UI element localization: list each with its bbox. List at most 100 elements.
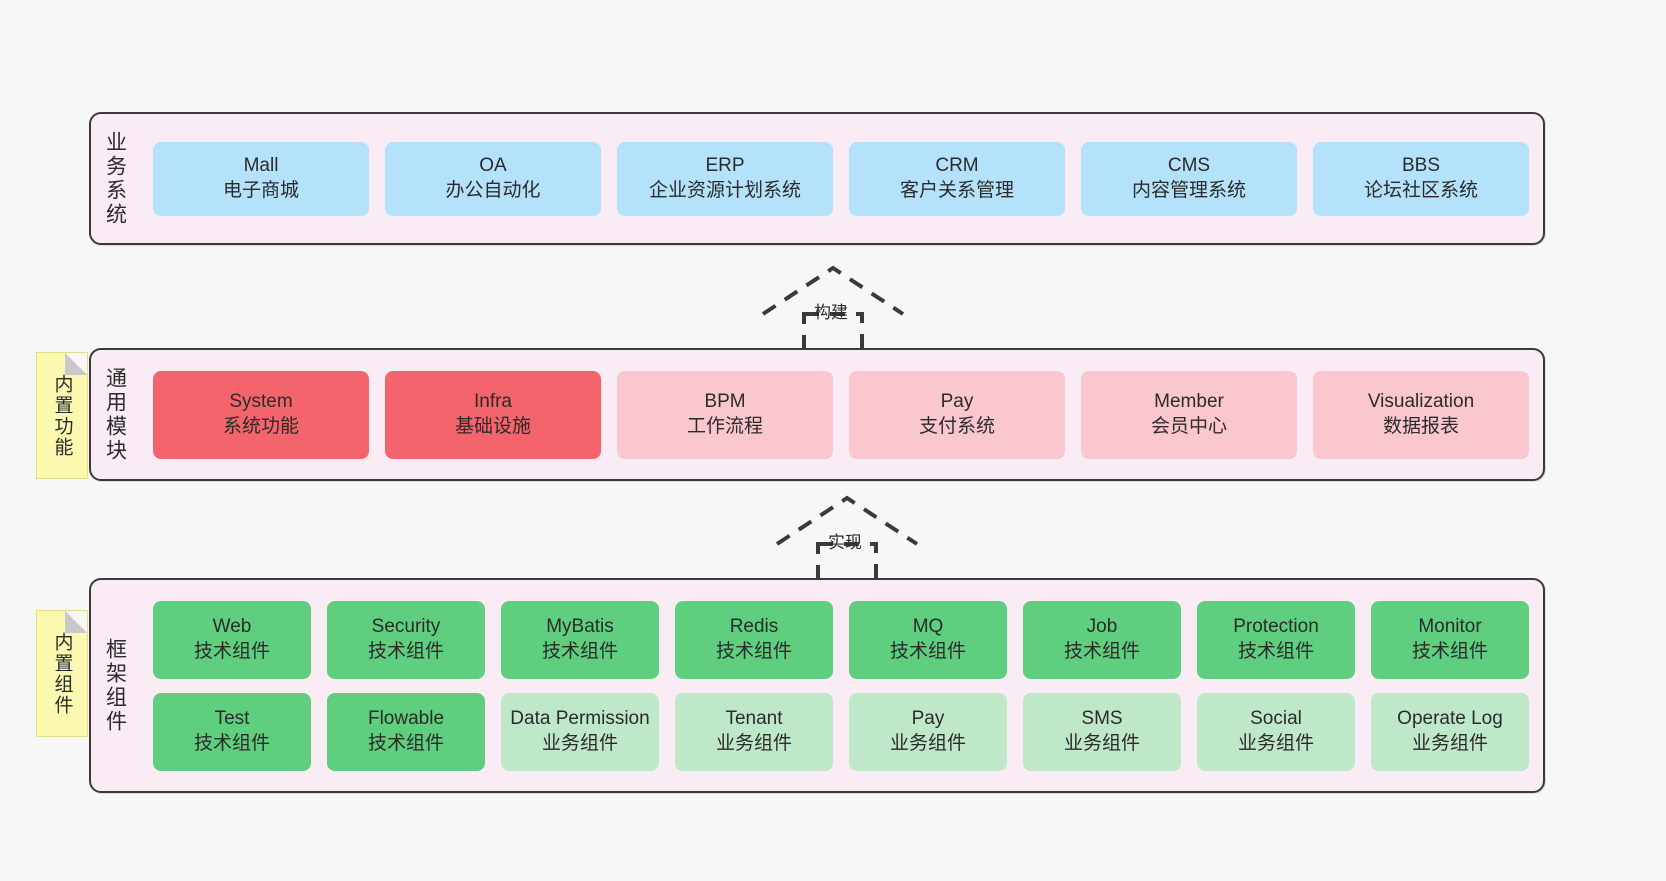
component-name: Flowable <box>367 708 445 730</box>
component-box-pay[interactable]: Pay 业务组件 <box>849 692 1007 771</box>
module-name: BPM <box>704 391 746 413</box>
component-desc: 技术组件 <box>367 640 444 662</box>
component-box-mq[interactable]: MQ 技术组件 <box>849 600 1007 679</box>
module-name: System <box>229 391 293 413</box>
note-text: 内置功能 <box>51 373 73 458</box>
connector-label-build: 构建 <box>814 303 848 322</box>
component-desc: 业务组件 <box>1237 732 1314 754</box>
module-desc: 数据报表 <box>1382 415 1459 437</box>
module-name: OA <box>479 155 507 177</box>
component-name: Web <box>212 616 252 638</box>
module-desc: 内容管理系统 <box>1131 179 1246 201</box>
module-box-system[interactable]: System 系统功能 <box>153 370 369 459</box>
module-name: Visualization <box>1367 391 1475 413</box>
component-box-web[interactable]: Web 技术组件 <box>153 600 311 679</box>
component-name: Protection <box>1233 616 1319 638</box>
component-box-monitor[interactable]: Monitor 技术组件 <box>1371 600 1529 679</box>
connector-build: 构建 <box>758 262 908 354</box>
component-box-flowable[interactable]: Flowable 技术组件 <box>327 692 485 771</box>
module-box-infra[interactable]: Infra 基础设施 <box>385 370 601 459</box>
module-desc: 客户关系管理 <box>899 179 1014 201</box>
module-desc: 支付系统 <box>918 415 995 437</box>
component-desc: 技术组件 <box>715 640 792 662</box>
module-desc: 工作流程 <box>686 415 763 437</box>
layer-framework-components: 框架组件 Web 技术组件 Security 技术组件 MyBatis 技术组件… <box>89 578 1545 793</box>
generalization-arrow-icon <box>775 495 919 584</box>
component-name: SMS <box>1081 708 1123 730</box>
component-box-mybatis[interactable]: MyBatis 技术组件 <box>501 600 659 679</box>
module-box-visualization[interactable]: Visualization 数据报表 <box>1313 370 1529 459</box>
component-name: Job <box>1086 616 1118 638</box>
component-name: MQ <box>912 616 944 638</box>
layer-label-business-systems: 业务系统 <box>103 130 127 227</box>
module-desc: 企业资源计划系统 <box>648 179 801 201</box>
note-builtin-features: 内置功能 <box>36 352 88 479</box>
module-box-bbs[interactable]: BBS 论坛社区系统 <box>1313 141 1529 216</box>
module-name: Mall <box>243 155 279 177</box>
module-name: Member <box>1154 391 1224 413</box>
component-desc: 技术组件 <box>1237 640 1314 662</box>
module-box-pay[interactable]: Pay 支付系统 <box>849 370 1065 459</box>
module-name: ERP <box>705 155 745 177</box>
component-desc: 技术组件 <box>541 640 618 662</box>
module-desc: 电子商城 <box>222 179 299 201</box>
module-name: CRM <box>935 155 979 177</box>
component-box-redis[interactable]: Redis 技术组件 <box>675 600 833 679</box>
layer-label-common-modules: 通用模块 <box>103 366 127 463</box>
component-name: Test <box>214 708 250 730</box>
component-desc: 业务组件 <box>1411 732 1488 754</box>
layer-cells-common-modules: System 系统功能 Infra 基础设施 BPM 工作流程 Pay 支付系统… <box>139 350 1543 479</box>
component-desc: 技术组件 <box>193 732 270 754</box>
layer-cells-framework-components: Web 技术组件 Security 技术组件 MyBatis 技术组件 Redi… <box>139 580 1543 791</box>
component-box-job[interactable]: Job 技术组件 <box>1023 600 1181 679</box>
component-desc: 业务组件 <box>889 732 966 754</box>
cell-row: Mall 电子商城 OA 办公自动化 ERP 企业资源计划系统 CRM 客户关系… <box>153 141 1529 216</box>
module-box-member[interactable]: Member 会员中心 <box>1081 370 1297 459</box>
component-box-security[interactable]: Security 技术组件 <box>327 600 485 679</box>
component-desc: 业务组件 <box>541 732 618 754</box>
module-name: CMS <box>1167 155 1211 177</box>
generalization-arrow-icon <box>761 265 905 354</box>
component-desc: 技术组件 <box>367 732 444 754</box>
module-desc: 系统功能 <box>222 415 299 437</box>
component-name: Pay <box>911 708 945 730</box>
component-name: MyBatis <box>546 616 614 638</box>
component-name: Monitor <box>1418 616 1482 638</box>
component-box-operate-log[interactable]: Operate Log 业务组件 <box>1371 692 1529 771</box>
layer-common-modules: 通用模块 System 系统功能 Infra 基础设施 BPM 工作流程 Pay… <box>89 348 1545 481</box>
module-desc: 办公自动化 <box>445 179 541 201</box>
component-box-tenant[interactable]: Tenant 业务组件 <box>675 692 833 771</box>
component-box-social[interactable]: Social 业务组件 <box>1197 692 1355 771</box>
component-desc: 技术组件 <box>889 640 966 662</box>
component-desc: 技术组件 <box>1063 640 1140 662</box>
module-box-erp[interactable]: ERP 企业资源计划系统 <box>617 141 833 216</box>
component-name: Redis <box>729 616 779 638</box>
module-box-bpm[interactable]: BPM 工作流程 <box>617 370 833 459</box>
note-text: 内置组件 <box>51 631 73 716</box>
module-desc: 论坛社区系统 <box>1363 179 1478 201</box>
module-box-oa[interactable]: OA 办公自动化 <box>385 141 601 216</box>
component-box-data-permission[interactable]: Data Permission 业务组件 <box>501 692 659 771</box>
cell-row: Web 技术组件 Security 技术组件 MyBatis 技术组件 Redi… <box>153 600 1529 679</box>
module-box-mall[interactable]: Mall 电子商城 <box>153 141 369 216</box>
cell-row: Test 技术组件 Flowable 技术组件 Data Permission … <box>153 692 1529 771</box>
connector-label-implement: 实现 <box>828 533 862 552</box>
module-desc: 会员中心 <box>1150 415 1227 437</box>
layer-cells-business-systems: Mall 电子商城 OA 办公自动化 ERP 企业资源计划系统 CRM 客户关系… <box>139 114 1543 243</box>
module-box-cms[interactable]: CMS 内容管理系统 <box>1081 141 1297 216</box>
component-desc: 技术组件 <box>193 640 270 662</box>
component-box-sms[interactable]: SMS 业务组件 <box>1023 692 1181 771</box>
note-builtin-components: 内置组件 <box>36 610 88 737</box>
module-name: BBS <box>1401 155 1441 177</box>
component-name: Data Permission <box>510 708 650 730</box>
cell-row: System 系统功能 Infra 基础设施 BPM 工作流程 Pay 支付系统… <box>153 370 1529 459</box>
layer-business-systems: 业务系统 Mall 电子商城 OA 办公自动化 ERP 企业资源计划系统 CRM… <box>89 112 1545 245</box>
component-name: Operate Log <box>1397 708 1503 730</box>
component-name: Tenant <box>725 708 783 730</box>
component-desc: 业务组件 <box>1063 732 1140 754</box>
component-box-protection[interactable]: Protection 技术组件 <box>1197 600 1355 679</box>
module-name: Pay <box>940 391 974 413</box>
module-box-crm[interactable]: CRM 客户关系管理 <box>849 141 1065 216</box>
component-box-test[interactable]: Test 技术组件 <box>153 692 311 771</box>
